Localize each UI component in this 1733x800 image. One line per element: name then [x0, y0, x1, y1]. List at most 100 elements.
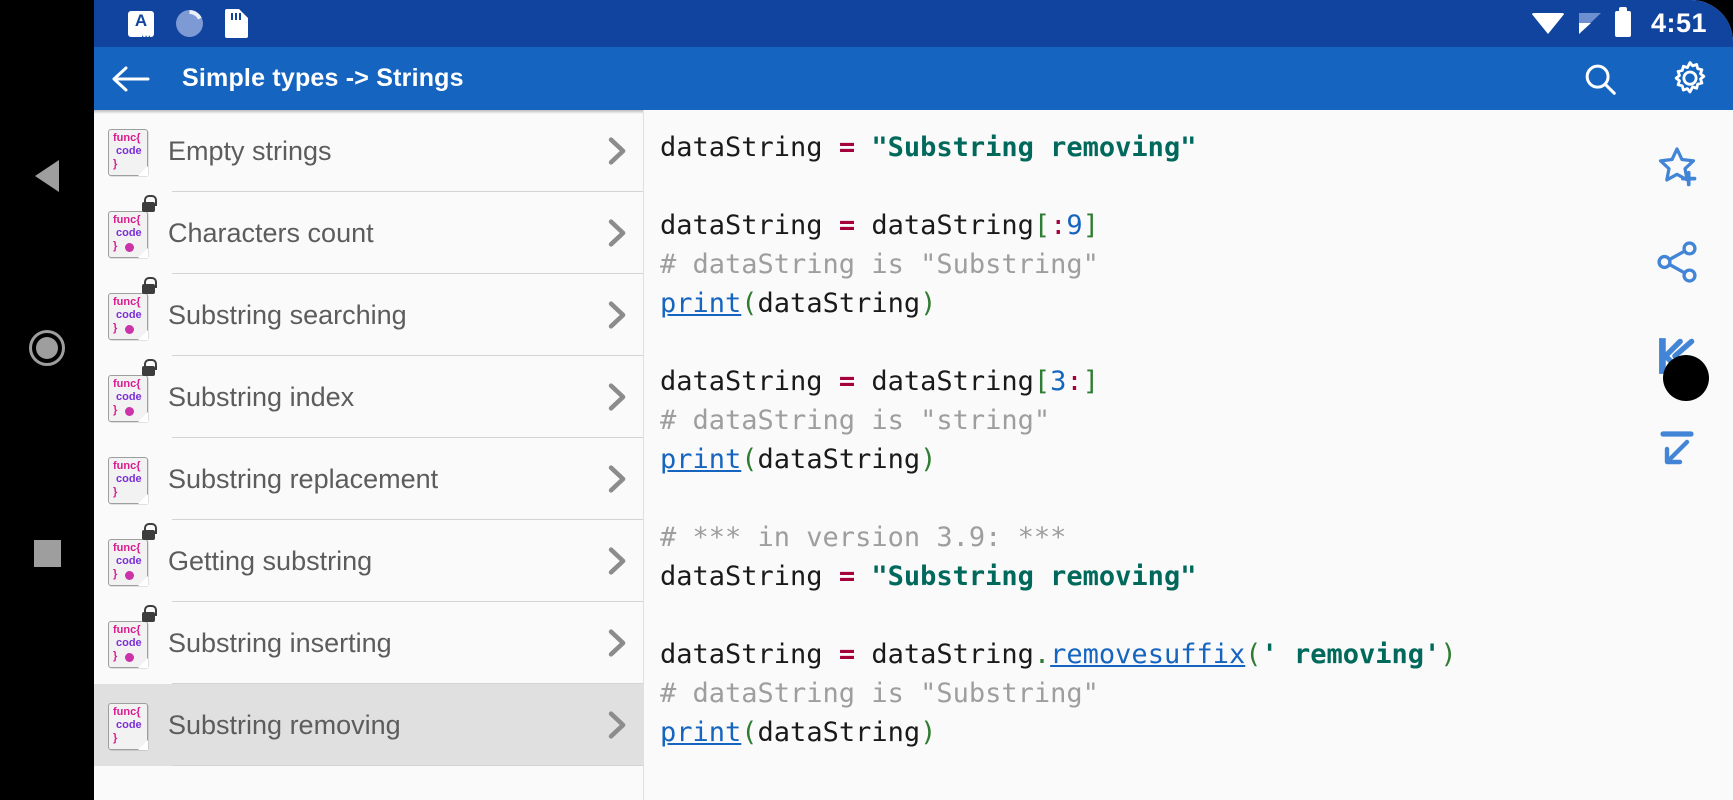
list-item[interactable]: func{code} Substring replacement: [94, 438, 643, 520]
code-viewer[interactable]: dataString = "Substring removing" dataSt…: [644, 110, 1733, 800]
list-item[interactable]: func{code}Empty strings: [94, 110, 643, 192]
list-item-label: Substring searching: [168, 299, 407, 330]
lock-icon: [142, 523, 157, 540]
list-separator: [172, 519, 643, 520]
code-line: [660, 171, 676, 202]
icon-line-3: }: [113, 158, 118, 170]
app-bar-back-button[interactable]: [94, 64, 166, 94]
android-nav-bar: [0, 0, 94, 800]
icon-line-3: }: [113, 568, 118, 580]
icon-line-2: code: [116, 145, 142, 157]
list-item[interactable]: func{code}Characters count: [94, 192, 643, 274]
list-item[interactable]: func{code}Substring index: [94, 356, 643, 438]
icon-line-1: func{: [113, 132, 141, 144]
removesuffix-link[interactable]: removesuffix: [1050, 639, 1246, 670]
nav-home-button[interactable]: [0, 330, 94, 366]
list-item-label: Substring inserting: [168, 627, 392, 658]
list-item[interactable]: func{code} Substring inserting: [94, 602, 643, 684]
code-block: dataString = "Substring removing" dataSt…: [660, 128, 1733, 752]
list-item[interactable]: func{code} Substring searching: [94, 274, 643, 356]
chevron-right-icon: [593, 134, 639, 168]
icon-line-3: }: [113, 404, 118, 416]
collapse-icon: [1659, 431, 1694, 465]
status-bar-left-icons: A: [94, 9, 248, 40]
chevron-right-icon: [593, 708, 639, 742]
icon-line-2: code: [116, 637, 142, 649]
keyboard-icon-letter: A: [134, 10, 148, 30]
code-snippet-icon: func{code}: [108, 359, 157, 422]
print-link[interactable]: print: [660, 717, 742, 748]
code-line: dataString = dataString[:9]: [660, 210, 1099, 241]
icon-line-3: }: [113, 732, 118, 744]
chevron-right-icon: [593, 544, 639, 578]
back-triangle-icon: [35, 160, 59, 192]
app-bar-actions: [1581, 58, 1711, 100]
status-bar-right-icons: 4:51: [1530, 0, 1707, 47]
list-separator: [172, 355, 643, 356]
keyboard-icon: A: [128, 10, 154, 40]
chevron-right-icon: [593, 626, 639, 660]
code-snippet-icon: func{code}: [108, 605, 157, 668]
lock-icon: [142, 359, 157, 376]
nav-recents-button[interactable]: [0, 540, 94, 567]
code-snippet-icon: func{code}: [108, 454, 150, 504]
add-to-favorites-button[interactable]: [1641, 132, 1713, 204]
list-item[interactable]: func{code}Substring removing: [94, 684, 643, 766]
search-icon[interactable]: [1581, 60, 1619, 98]
code-snippet-icon: func{code}: [108, 126, 150, 176]
status-dot: [125, 571, 134, 580]
wifi-icon: [1530, 13, 1565, 34]
code-snippet-icon: func{code}: [108, 195, 157, 258]
status-dot: [125, 325, 134, 334]
list-separator: [172, 765, 643, 766]
icon-line-1: func{: [113, 542, 141, 554]
print-link[interactable]: print: [660, 444, 742, 475]
chevron-right-icon: [593, 298, 639, 332]
chevron-right-icon: [593, 462, 639, 496]
home-circle-icon: [29, 330, 65, 366]
chevron-right-icon: [593, 380, 639, 414]
code-line: [660, 483, 676, 514]
code-line: dataString = "Substring removing": [660, 132, 1197, 163]
gear-icon[interactable]: [1669, 58, 1711, 100]
touch-cursor-indicator: [1663, 355, 1709, 401]
share-icon: [1656, 241, 1697, 283]
code-line: # *** in version 3.9: ***: [660, 522, 1067, 553]
icon-line-1: func{: [113, 214, 141, 226]
print-link[interactable]: print: [660, 288, 742, 319]
icon-line-3: }: [113, 322, 118, 334]
status-dot: [125, 243, 134, 252]
code-snippet-icon: func{code}: [108, 277, 157, 340]
lock-icon: [142, 277, 157, 294]
status-dot: [125, 407, 134, 416]
icon-line-2: code: [116, 719, 142, 731]
code-line: dataString = "Substring removing": [660, 561, 1197, 592]
list-item[interactable]: func{code} Getting substring: [94, 520, 643, 602]
share-button[interactable]: [1641, 226, 1713, 298]
sync-icon: [176, 10, 203, 37]
list-item-label: Substring removing: [168, 709, 401, 740]
list-separator: [172, 273, 643, 274]
list-item-label: Substring replacement: [168, 463, 439, 494]
list-separator: [172, 601, 643, 602]
code-snippet-icon: func{code}: [108, 523, 157, 586]
cell-signal-icon: [1578, 13, 1601, 34]
recents-square-icon: [33, 540, 61, 567]
nav-back-button[interactable]: [0, 160, 94, 192]
list-item-label: Getting substring: [168, 545, 373, 576]
code-line: dataString = dataString[3:]: [660, 366, 1099, 397]
collapse-button[interactable]: [1641, 412, 1713, 484]
code-line: # dataString is "string": [660, 405, 1051, 436]
icon-line-1: func{: [113, 460, 141, 472]
code-line: # dataString is "Substring": [660, 678, 1099, 709]
status-bar-clock: 4:51: [1650, 8, 1707, 38]
code-line: print(dataString): [660, 717, 937, 748]
page-title: Simple types -> Strings: [182, 64, 464, 92]
phone-viewport: A 4:51 Simple types -> Strings: [94, 0, 1733, 800]
code-line: print(dataString): [660, 288, 937, 319]
battery-icon: [1614, 6, 1631, 37]
lock-icon: [142, 605, 157, 622]
